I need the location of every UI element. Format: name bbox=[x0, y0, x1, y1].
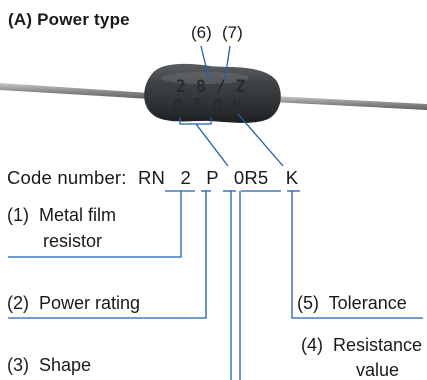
bracket-050 bbox=[179, 117, 212, 125]
resistor-body bbox=[144, 63, 281, 123]
code-segment-2: 2 bbox=[180, 167, 191, 188]
diagram-heading: (A) Power type bbox=[8, 10, 130, 29]
body-highlight bbox=[161, 72, 249, 84]
label-resistance-value: value bbox=[356, 360, 400, 380]
body-marking-line-1: 2 8 / Z bbox=[176, 77, 246, 96]
leader-1 bbox=[8, 191, 182, 258]
lead-wire-left bbox=[0, 83, 150, 99]
callout-7-label: (7) bbox=[222, 23, 243, 42]
lead-wire-right bbox=[272, 96, 427, 110]
leader-7 bbox=[224, 45, 231, 80]
label-resistance: (4) Resistance bbox=[301, 335, 423, 355]
leader-6 bbox=[200, 45, 210, 80]
code-segment-rn: RN bbox=[137, 167, 166, 188]
body-marking-line-2: 0.5 0 K bbox=[173, 96, 243, 115]
label-metal-film: (1) Metal film bbox=[7, 205, 117, 225]
label-metal-film-resistor: resistor bbox=[43, 231, 103, 251]
code-number-prefix: Code number: bbox=[7, 167, 127, 188]
leader-k-body-to-code bbox=[237, 113, 284, 167]
code-segment-k: K bbox=[285, 167, 299, 188]
callout-6-label: (6) bbox=[191, 23, 212, 42]
code-segment-p: P bbox=[206, 167, 219, 188]
label-power-rating: (2) Power rating bbox=[7, 293, 141, 313]
code-number-line: Code number: RN 2 P 0R5 K bbox=[7, 167, 299, 188]
leader-bracket-to-0r5 bbox=[195, 123, 229, 167]
label-tolerance: (5) Tolerance bbox=[297, 293, 407, 313]
label-shape: (3) Shape bbox=[7, 355, 92, 375]
leader-lines bbox=[8, 45, 423, 380]
code-segment-0r5: 0R5 bbox=[233, 167, 269, 188]
leader-2 bbox=[8, 191, 207, 319]
leader-5 bbox=[291, 191, 423, 319]
